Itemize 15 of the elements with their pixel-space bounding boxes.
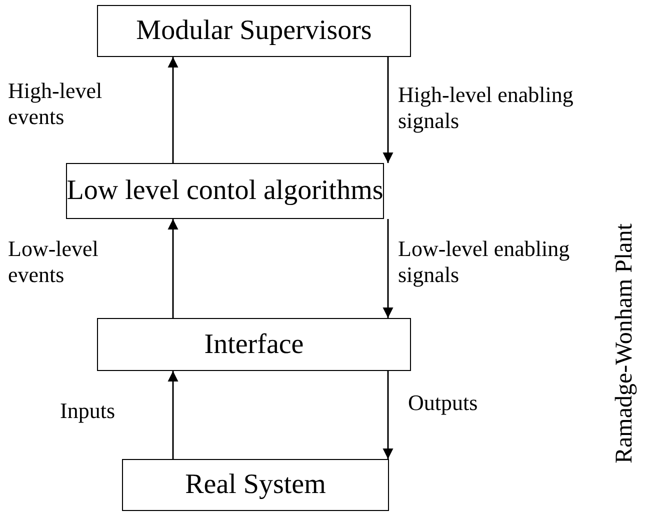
arrow [168,371,178,459]
box-label: Low level contol algorithms [66,175,384,207]
box-label: Real System [185,469,326,501]
box-label: Interface [204,328,304,360]
process-box [66,163,384,219]
arrow [382,219,394,318]
box-label: Modular Supervisors [136,15,372,47]
process-box [97,5,411,57]
process-box [97,318,411,371]
process-box [122,459,389,511]
arrow [382,371,394,459]
arrow [382,57,394,163]
side-label: Ramadge-Wonham Plant [612,224,638,464]
arrow [168,57,178,163]
arrow [168,219,178,318]
